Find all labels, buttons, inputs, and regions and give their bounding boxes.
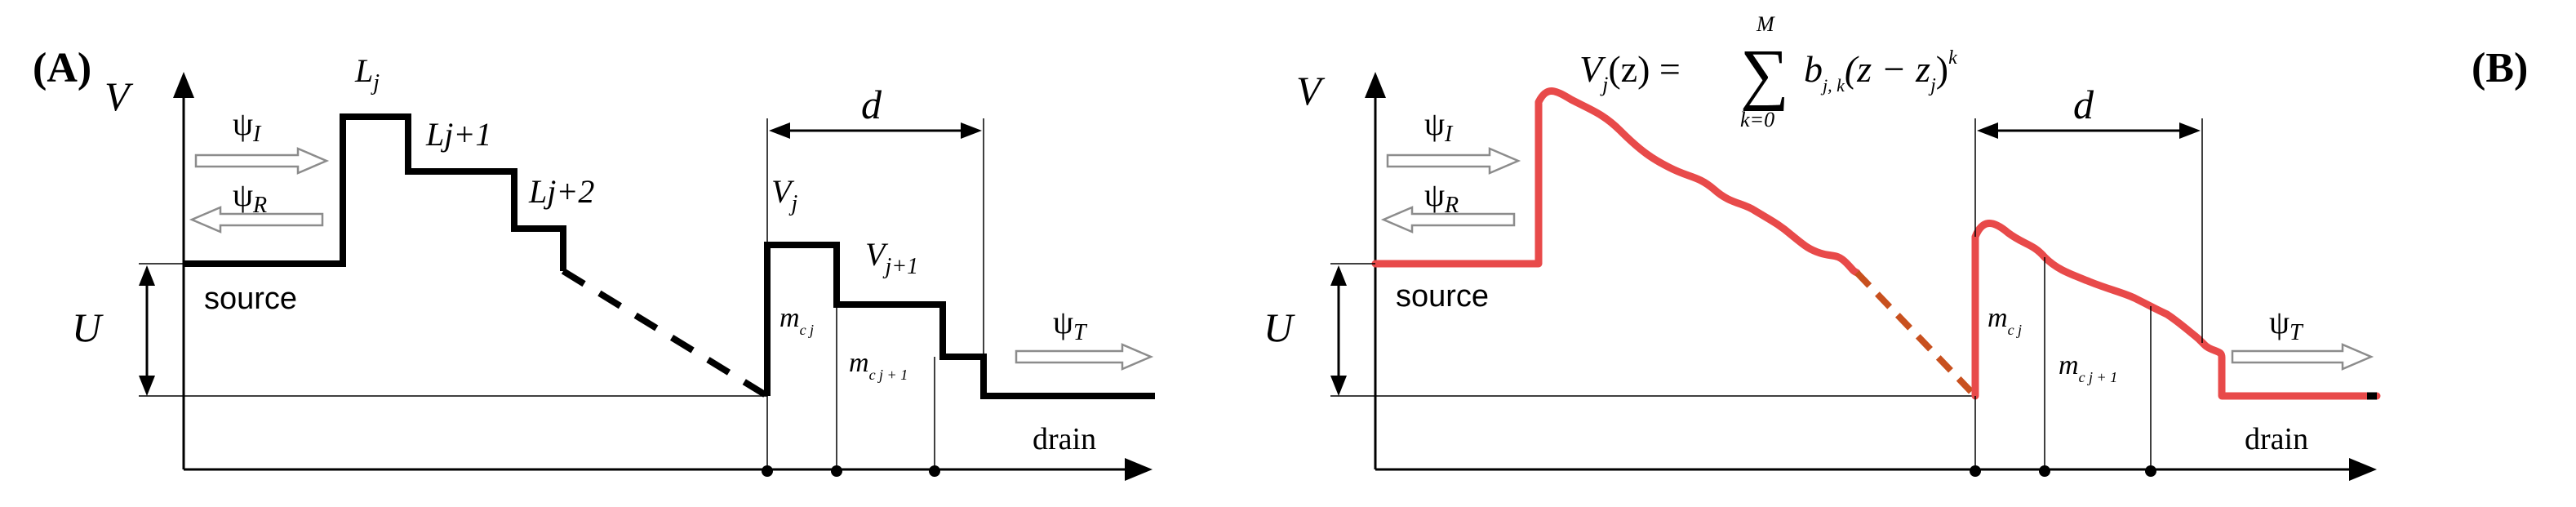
formula-sum-lower: k=0 <box>1740 108 1774 131</box>
formula-sum-symbol: ∑ <box>1740 36 1789 112</box>
panel-b-psi-reflected: ψR <box>1424 176 1459 218</box>
formula-lhs: Vj(z) = <box>1579 48 1681 96</box>
panel-a-d-arrow-right <box>961 122 982 139</box>
panel-a-d-arrow-left <box>769 122 790 139</box>
panel-a-last-barriers-profile <box>764 242 1155 399</box>
panel-b-u-arrow-bottom <box>1330 376 1347 396</box>
panel-a-y-axis-label: V <box>104 73 134 119</box>
panel-b-incident-wave-arrow <box>1386 147 1521 175</box>
panel-a: (A) V drain d U source <box>33 45 1155 481</box>
panel-a-barrier-label-Lj1: Lj+1 <box>425 116 491 153</box>
panel-a-incident-wave-arrow <box>194 147 330 175</box>
panel-a-u-arrow-bottom <box>139 376 155 396</box>
panel-a-grid-dot-1 <box>762 465 773 477</box>
panel-a-barrier-label-Lj2: Lj+2 <box>528 173 594 210</box>
panel-a-x-axis-arrowhead <box>1125 458 1153 481</box>
panel-b-grid-dot-2 <box>2039 465 2050 477</box>
panel-b-mass-label-mcj: mc j <box>1988 303 2022 338</box>
panel-b-grid-dot-3 <box>2145 465 2156 477</box>
panel-a-psi-incident: ψI <box>233 105 262 147</box>
panel-a-y-axis-arrowhead <box>173 72 194 98</box>
panel-a-mass-label-mcj: mc j <box>779 303 814 338</box>
panel-b-grid-dot-1 <box>1970 465 1981 477</box>
panel-a-width-label: d <box>861 82 882 127</box>
panel-a-reflected-wave-arrow <box>189 206 324 233</box>
panel-b-x-axis-arrowhead <box>2349 458 2377 481</box>
panel-b-width-label: d <box>2073 82 2094 127</box>
panel-a-potential-label-Vj: Vj <box>771 173 797 216</box>
panel-a-label: (A) <box>33 45 91 91</box>
formula-term: bj, k(z − zj)k <box>1804 47 1957 96</box>
panel-b-formula: Vj(z) = ∑ M k=0 bj, k(z − zj)k <box>1579 12 1957 131</box>
panel-b-y-axis-arrowhead <box>1365 72 1386 98</box>
panel-a-barrier-profile <box>184 113 566 271</box>
panel-b-d-arrow-left <box>1977 122 1998 139</box>
panel-a-grid-dot-3 <box>929 465 940 477</box>
panel-b-u-arrow-top <box>1330 265 1347 286</box>
panel-a-source-label: source <box>204 282 297 316</box>
panel-b-psi-incident: ψI <box>1424 105 1454 147</box>
panel-b-y-axis-label: V <box>1296 68 1326 113</box>
panel-a-mass-label-mcj1: mc j + 1 <box>849 348 908 383</box>
panel-b-mass-label-mcj1: mc j + 1 <box>2059 350 2117 385</box>
panel-b-dashed-continuation <box>1854 270 1978 398</box>
panel-a-psi-reflected: ψR <box>233 176 267 218</box>
panel-b-bias-label: U <box>1264 305 1295 350</box>
panel-a-grid-dot-2 <box>831 465 842 477</box>
panel-b-last-barrier-profile <box>1971 220 2381 400</box>
panel-a-u-arrow-top <box>139 265 155 286</box>
panel-b-transmitted-wave-arrow <box>2231 343 2374 371</box>
panel-a-transmitted-wave-arrow <box>1015 343 1154 371</box>
panel-b-d-arrow-right <box>2179 122 2201 139</box>
panel-a-barrier-label-Lj: Lj <box>354 52 380 96</box>
panel-b-x-axis-label: drain <box>2245 422 2308 456</box>
panel-a-potential-label-Vj1: Vj+1 <box>865 236 918 279</box>
panel-a-psi-transmitted: ψT <box>1053 304 1088 345</box>
panel-b-potential-profile <box>1371 87 1861 277</box>
panel-a-x-axis-label: drain <box>1033 422 1096 456</box>
panel-b: (B) V drain d U source <box>1264 12 2528 481</box>
panel-a-dashed-continuation <box>561 268 770 399</box>
panel-b-reflected-wave-arrow <box>1380 206 1516 233</box>
panel-a-bias-label: U <box>72 305 104 350</box>
panel-b-source-label: source <box>1396 279 1489 314</box>
formula-sum-upper: M <box>1756 12 1775 36</box>
panel-b-label: (B) <box>2472 45 2528 91</box>
panel-b-psi-transmitted: ψT <box>2269 304 2304 345</box>
